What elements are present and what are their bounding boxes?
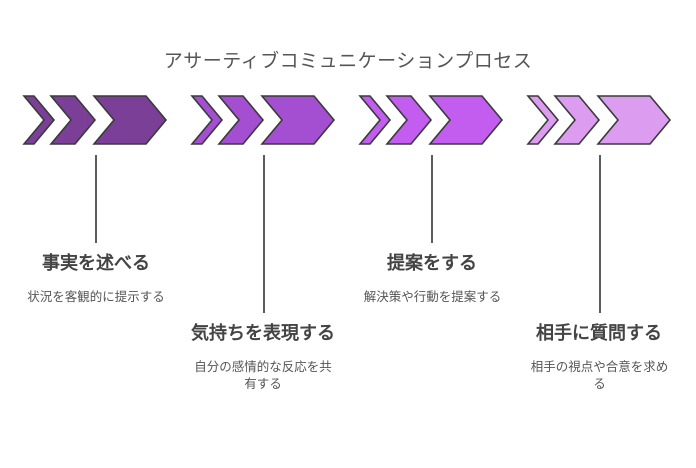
stage-4-chevron-3 — [596, 95, 672, 145]
stage-3-chevron-1 — [358, 95, 392, 145]
stage-4-chevron-1 — [526, 95, 560, 145]
stage-3-description: 解決策や行動を提案する — [363, 289, 502, 304]
stage-1-chevron-1 — [22, 95, 56, 145]
stage-4-label: 相手に質問する — [536, 323, 662, 344]
stage-3-chevron-2 — [385, 95, 433, 145]
stage-4-text: 相手に質問する 相手の視点や合意を求める — [519, 322, 679, 392]
stage-1-label: 事実を述べる — [42, 253, 150, 274]
stage-3-label: 提案をする — [387, 253, 477, 274]
stage-2-description: 自分の感情的な反応を共有する — [194, 359, 332, 391]
stage-2-text: 気持ちを表現する 自分の感情的な反応を共有する — [183, 322, 343, 392]
diagram-title: アサーティブコミュニケーションプロセス — [163, 50, 533, 72]
stage-1-text: 事実を述べる 状況を客観的に提示する — [16, 252, 176, 305]
stage-1-description: 状況を客観的に提示する — [27, 289, 165, 304]
stage-2-chevron-1 — [190, 95, 224, 145]
stage-1-chevron-2 — [49, 95, 97, 145]
stage-2-chevron-2 — [217, 95, 265, 145]
stage-4-chevron-2 — [553, 95, 601, 145]
stage-3-text: 提案をする 解決策や行動を提案する — [352, 252, 512, 305]
stage-2-label: 気持ちを表現する — [191, 323, 335, 344]
stage-2-chevron-3 — [260, 95, 336, 145]
stage-3-chevron-3 — [428, 95, 504, 145]
stage-4-description: 相手の視点や合意を求める — [530, 359, 669, 391]
stage-1-chevron-3 — [92, 95, 168, 145]
